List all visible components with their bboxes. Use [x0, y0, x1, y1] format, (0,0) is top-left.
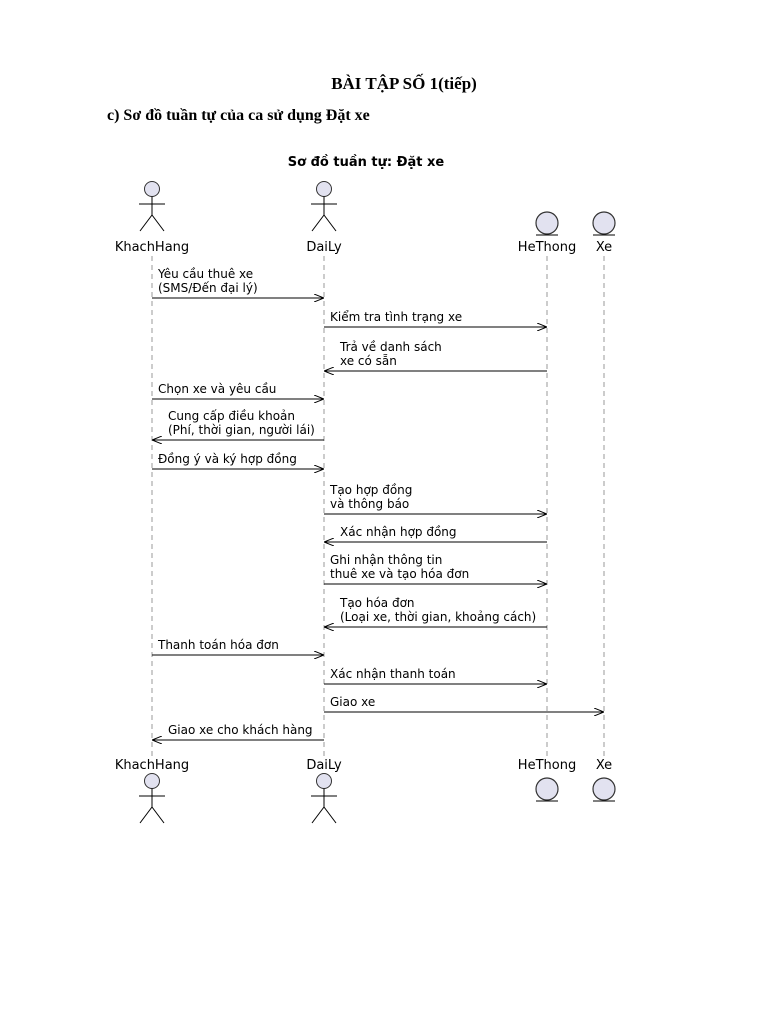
actor-icon-KhachHang-bottom — [139, 773, 165, 824]
message-5: Cung cấp điều khoản(Phí, thời gian, ngườ… — [153, 409, 324, 440]
participant-label-DaiLy-top: DaiLy — [306, 240, 342, 255]
participant-label-Xe-bottom: Xe — [596, 758, 612, 773]
participant-label-KhachHang-bottom: KhachHang — [115, 758, 189, 773]
message-13: Giao xe — [324, 695, 603, 712]
message-label: xe có sẵn — [340, 354, 397, 368]
participant-label-HeThong-bottom: HeThong — [518, 758, 576, 773]
message-label: Ghi nhận thông tin — [330, 553, 442, 567]
message-8: Xác nhận hợp đồng — [325, 525, 547, 542]
message-10: Tạo hóa đơn(Loại xe, thời gian, khoảng c… — [325, 596, 547, 627]
actor-icon-KhachHang-top — [139, 181, 165, 232]
message-label: Xác nhận thanh toán — [330, 667, 456, 681]
actor-icon-DaiLy-top — [311, 181, 337, 232]
message-label: Giao xe — [330, 695, 375, 709]
diagram-title: Sơ đồ tuần tự: Đặt xe — [288, 155, 445, 170]
message-1: Yêu cầu thuê xe(SMS/Đến đại lý) — [152, 267, 323, 298]
message-label: thuê xe và tạo hóa đơn — [330, 567, 469, 581]
entity-icon-Xe-top — [592, 211, 616, 236]
message-label: Yêu cầu thuê xe — [157, 267, 253, 281]
message-4: Chọn xe và yêu cầu — [152, 382, 323, 399]
document-title: BÀI TẬP SỐ 1(tiếp) — [331, 74, 477, 93]
message-label: (Loại xe, thời gian, khoảng cách) — [340, 610, 536, 624]
message-label: Giao xe cho khách hàng — [168, 723, 313, 737]
message-label: và thông báo — [330, 497, 409, 511]
message-label: (SMS/Đến đại lý) — [158, 281, 258, 295]
message-label: Trả về danh sách — [339, 340, 442, 354]
actor-icon-DaiLy-bottom — [311, 773, 337, 824]
participant-label-DaiLy-bottom: DaiLy — [306, 758, 342, 773]
message-label: Kiểm tra tình trạng xe — [330, 310, 462, 324]
entity-icon-Xe-bottom — [592, 777, 616, 802]
message-7: Tạo hợp đồng và thông báo — [324, 483, 546, 514]
message-12: Xác nhận thanh toán — [324, 667, 546, 684]
message-14: Giao xe cho khách hàng — [153, 723, 324, 740]
message-label: Đồng ý và ký hợp đồng — [158, 452, 297, 466]
message-label: Chọn xe và yêu cầu — [158, 382, 276, 396]
message-label: Xác nhận hợp đồng — [340, 525, 457, 539]
participant-label-KhachHang-top: KhachHang — [115, 240, 189, 255]
message-label: Thanh toán hóa đơn — [157, 638, 279, 652]
message-label: Tạo hóa đơn — [339, 596, 415, 610]
entity-icon-HeThong-top — [535, 211, 559, 236]
entity-icon-HeThong-bottom — [535, 777, 559, 802]
section-heading: c) Sơ đồ tuần tự của ca sử dụng Đặt xe — [107, 107, 370, 124]
participant-label-HeThong-top: HeThong — [518, 240, 576, 255]
message-6: Đồng ý và ký hợp đồng — [152, 452, 323, 469]
participant-label-Xe-top: Xe — [596, 240, 612, 255]
message-11: Thanh toán hóa đơn — [152, 638, 323, 655]
message-2: Kiểm tra tình trạng xe — [324, 310, 546, 327]
message-label: Tạo hợp đồng — [329, 483, 412, 497]
message-label: (Phí, thời gian, người lái) — [168, 423, 315, 437]
message-label: Cung cấp điều khoản — [168, 409, 295, 423]
